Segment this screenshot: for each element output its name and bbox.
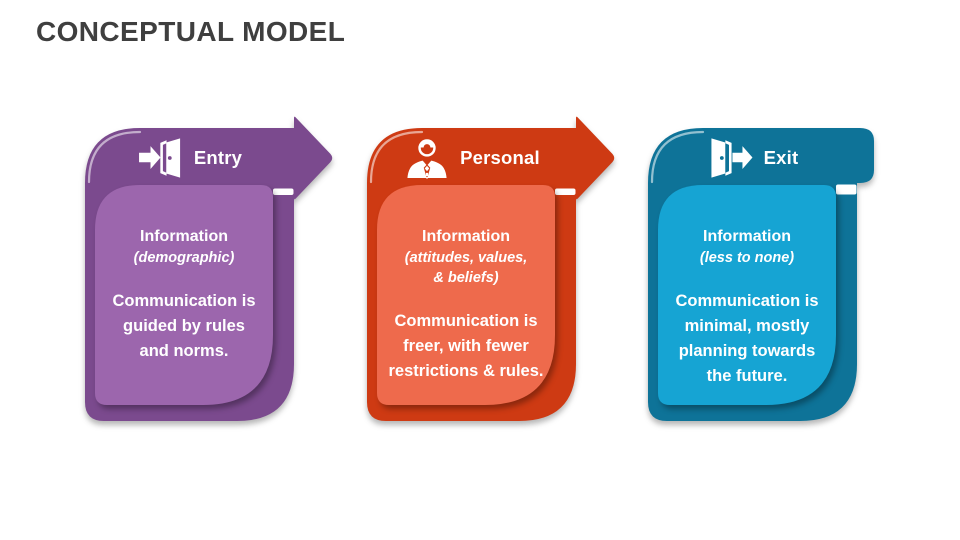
card-exit-content: Information (less to none) Communication… bbox=[658, 185, 836, 405]
card-personal-label: Personal bbox=[460, 147, 540, 168]
card-entry-content: Information (demographic) Communication … bbox=[95, 185, 273, 405]
card-exit-shape bbox=[648, 128, 874, 421]
card-personal-body: Communication is freer, with fewer restr… bbox=[388, 311, 544, 380]
card-exit: Exit Information (less to none) Communic… bbox=[641, 110, 901, 430]
card-personal-subheading: (attitudes, values, & beliefs) bbox=[404, 249, 528, 286]
card-personal: Personal Information (attitudes, values,… bbox=[360, 110, 620, 430]
card-entry-label: Entry bbox=[193, 147, 243, 168]
card-exit-body: Communication is minimal, mostly plannin… bbox=[675, 291, 819, 386]
door-exit-icon bbox=[711, 138, 753, 178]
card-entry-shape bbox=[85, 116, 333, 421]
page-title: CONCEPTUAL MODEL bbox=[36, 16, 346, 47]
card-exit-subheading: (less to none) bbox=[699, 249, 795, 266]
card-exit-header: Exit bbox=[648, 128, 858, 188]
card-entry-header: Entry bbox=[85, 128, 295, 188]
door-enter-icon bbox=[138, 138, 180, 178]
card-entry-heading: Information bbox=[140, 228, 228, 245]
card-personal-shape bbox=[367, 116, 615, 421]
card-entry-subheading: (demographic) bbox=[133, 249, 235, 266]
card-exit-heading: Information bbox=[703, 228, 791, 245]
card-entry: Entry Information (demographic) Communic… bbox=[78, 110, 338, 430]
card-entry-body: Communication is guided by rules and nor… bbox=[112, 291, 256, 360]
card-exit-label: Exit bbox=[763, 147, 799, 168]
card-personal-content: Information (attitudes, values, & belief… bbox=[377, 185, 555, 405]
card-personal-heading: Information bbox=[422, 228, 510, 245]
person-icon bbox=[407, 139, 447, 179]
card-personal-header: Personal bbox=[367, 128, 577, 188]
